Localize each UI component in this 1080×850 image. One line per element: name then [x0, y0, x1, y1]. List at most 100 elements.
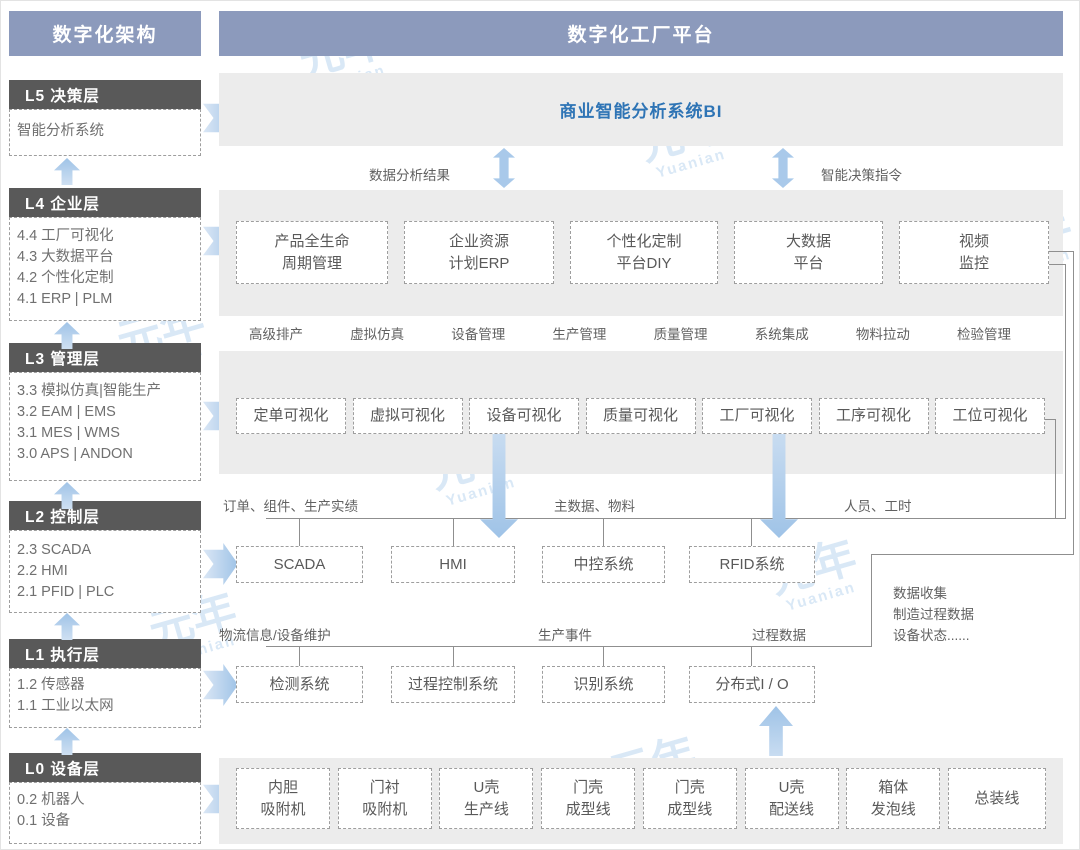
data-label: 主数据、物料 [554, 499, 635, 514]
module-label: 物料拉动 [855, 327, 910, 342]
right-arrow-icon [203, 664, 238, 706]
layer-item: 3.1 MES | WMS [17, 425, 120, 441]
layer-body-l0: 0.2 机器人 0.1 设备 [9, 782, 201, 844]
module-label: 虚拟仿真 [350, 327, 405, 342]
l4-box: 企业资源计划ERP [404, 221, 554, 284]
bi-title: 商业智能分析系统BI [559, 102, 723, 121]
l4-box: 视频监控 [899, 221, 1049, 284]
l0-box: 门衬吸附机 [337, 768, 432, 829]
connector-line [453, 518, 454, 546]
layer-item: 2.3 SCADA [17, 542, 92, 558]
layer-header-l5: L5 决策层 [9, 80, 201, 109]
connector-line [299, 518, 300, 546]
connector-line [1049, 251, 1073, 252]
layer-item: 2.1 PFID | PLC [17, 584, 115, 600]
up-arrow-icon [759, 706, 793, 756]
l3-box: 定单可视化 [236, 398, 346, 434]
module-label: 设备管理 [451, 327, 506, 342]
arrow-label-left: 数据分析结果 [369, 168, 450, 183]
layer-header-l3: L3 管理层 [9, 343, 201, 372]
l2-box: 中控系统 [542, 546, 665, 583]
layer-item: 0.1 设备 [17, 813, 71, 829]
layer-body-l4: 4.4 工厂可视化 4.3 大数据平台 4.2 个性化定制 4.1 ERP | … [9, 217, 201, 321]
l4-box: 产品全生命周期管理 [236, 221, 388, 284]
layer-header-l0: L0 设备层 [9, 753, 201, 782]
bi-band [219, 73, 1063, 146]
up-down-arrow-icon [493, 148, 515, 188]
layer-item: 3.0 APS | ANDON [17, 446, 133, 462]
layer-header-l4: L4 企业层 [9, 188, 201, 217]
l0-box: 门壳成型线 [541, 768, 636, 829]
l3-box: 虚拟可视化 [352, 398, 463, 434]
l2-box: HMI [391, 546, 515, 583]
connector-line [603, 518, 604, 546]
right-arrow-icon [203, 543, 238, 585]
l3-box: 工厂可视化 [702, 398, 812, 434]
layer-item: 0.2 机器人 [17, 792, 85, 808]
label-row-1: 高级排产 虚拟仿真 设备管理 生产管理 质量管理 系统集成 物料拉动 检验管理 [249, 323, 1011, 343]
l0-box-row: 内胆吸附机 门衬吸附机 U壳生产线 门壳成型线 门壳成型线 U壳配送线 箱体发泡… [236, 768, 1046, 829]
up-arrow-icon [54, 613, 80, 640]
connector-line [1055, 419, 1056, 519]
layer-item: 3.3 模拟仿真|智能生产 [17, 383, 161, 399]
module-label: 高级排产 [249, 327, 303, 342]
data-label: 物流信息/设备维护 [219, 628, 331, 643]
connector-line [1045, 419, 1055, 420]
layer-item: 4.2 个性化定制 [17, 270, 114, 286]
connector-line [299, 646, 300, 666]
connector-line [266, 518, 1065, 519]
l4-box-row: 产品全生命周期管理 企业资源计划ERP 个性化定制平台DIY 大数据平台 视频监… [236, 221, 1049, 284]
layer-item: 1.1 工业以太网 [17, 698, 114, 714]
layer-body-l1: 1.2 传感器 1.1 工业以太网 [9, 668, 201, 728]
up-down-arrow-icon [772, 148, 794, 188]
connector-line [871, 554, 872, 647]
l4-box: 大数据平台 [734, 221, 883, 284]
l2-box: SCADA [236, 546, 363, 583]
layer-body-l2: 2.3 SCADA 2.2 HMI 2.1 PFID | PLC [9, 530, 201, 613]
arrow-label-right: 智能决策指令 [821, 168, 902, 183]
module-label: 质量管理 [653, 327, 708, 342]
layer-header-l1: L1 执行层 [9, 639, 201, 668]
connector-line [1049, 264, 1065, 265]
connector-line [751, 518, 752, 546]
l0-box: U壳生产线 [439, 768, 534, 829]
l0-box: 箱体发泡线 [846, 768, 941, 829]
connector-line [603, 646, 604, 666]
connector-line [1065, 264, 1066, 519]
l3-box: 质量可视化 [585, 398, 696, 434]
connector-line [1073, 251, 1074, 555]
module-label: 检验管理 [956, 327, 1011, 342]
l1-box: 分布式I / O [689, 666, 815, 703]
connector-line [453, 646, 454, 666]
l4-box: 个性化定制平台DIY [570, 221, 718, 284]
data-label: 人员、工时 [844, 499, 912, 514]
main-title: 数字化工厂平台 [219, 11, 1063, 56]
side-note: 数据收集 制造过程数据 设备状态...... [893, 586, 974, 643]
l0-box: 门壳成型线 [642, 768, 737, 829]
layer-item: 2.2 HMI [17, 563, 68, 579]
l2-box: RFID系统 [689, 546, 815, 583]
l1-box: 过程控制系统 [391, 666, 515, 703]
layer-item: 智能分析系统 [17, 123, 104, 139]
connector-line [871, 554, 1074, 555]
l1-box: 识别系统 [542, 666, 665, 703]
l1-box: 检测系统 [236, 666, 363, 703]
layer-item: 4.3 大数据平台 [17, 249, 114, 265]
layer-item: 3.2 EAM | EMS [17, 404, 116, 420]
sidebar-title: 数字化架构 [9, 11, 201, 56]
l0-box: 内胆吸附机 [236, 768, 330, 829]
data-label: 过程数据 [752, 628, 806, 643]
module-label: 生产管理 [552, 327, 607, 342]
layer-item: 4.1 ERP | PLM [17, 291, 113, 307]
module-label: 系统集成 [754, 327, 809, 342]
data-label: 订单、组件、生产实绩 [223, 499, 358, 514]
layer-body-l3: 3.3 模拟仿真|智能生产 3.2 EAM | EMS 3.1 MES | WM… [9, 372, 201, 481]
l0-box: 总装线 [947, 768, 1046, 829]
l3-box: 设备可视化 [469, 398, 579, 434]
layer-item: 1.2 传感器 [17, 677, 85, 693]
up-arrow-icon [54, 158, 80, 185]
layer-item: 4.4 工厂可视化 [17, 228, 114, 244]
l0-box: U壳配送线 [744, 768, 839, 829]
data-label: 生产事件 [538, 628, 592, 643]
connector-line [266, 646, 872, 647]
